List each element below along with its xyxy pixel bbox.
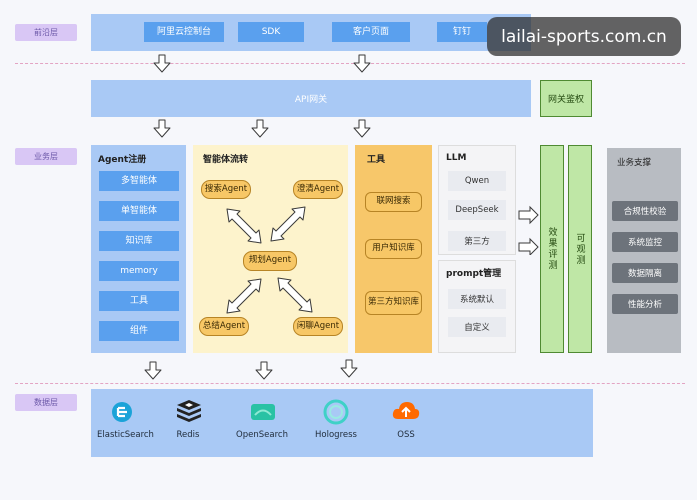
- store-elasticsearch[interactable]: ElasticSearch: [97, 398, 154, 446]
- layer-tag-data: 数据层: [15, 394, 77, 411]
- support-data-isolation[interactable]: 数据隔离: [612, 263, 678, 283]
- support-compliance-check[interactable]: 合规性校验: [612, 201, 678, 221]
- agent-flow-title: 智能体流转: [203, 155, 249, 165]
- arrow-plan-chat: [277, 277, 313, 313]
- down-arrow-data-2: [255, 361, 273, 380]
- store-label: Redis: [176, 430, 200, 440]
- down-arrow-gw-3: [353, 119, 371, 138]
- store-redis[interactable]: Redis: [162, 398, 214, 446]
- register-single-agent[interactable]: 单智能体: [99, 201, 179, 221]
- channel-aliyun-console[interactable]: 阿里云控制台: [144, 22, 224, 42]
- store-label: OSS: [397, 430, 415, 440]
- tools-title: 工具: [367, 155, 386, 165]
- node-summary-agent[interactable]: 总结Agent: [199, 317, 249, 336]
- data-band: [91, 389, 593, 457]
- down-arrow-gw-1: [153, 119, 171, 138]
- support-system-monitor[interactable]: 系统监控: [612, 232, 678, 252]
- agent-register-title: Agent注册: [98, 155, 147, 165]
- support-title: 业务支撑: [617, 158, 652, 168]
- arrow-search-plan: [226, 208, 262, 244]
- layer-tag-access: 前沿层: [15, 24, 77, 41]
- arrow-plan-summary: [226, 278, 262, 314]
- redis-icon: [177, 400, 201, 422]
- divider-data: [15, 383, 685, 384]
- layer-tag-business: 业务层: [15, 148, 77, 165]
- llm-third-party[interactable]: 第三方: [448, 231, 506, 251]
- down-arrow-gw-2: [251, 119, 269, 138]
- tool-web-search[interactable]: 联网搜索: [365, 192, 422, 212]
- down-arrow-data-3: [340, 359, 358, 378]
- arrow-to-eval-1: [518, 205, 539, 225]
- store-label: Hologress: [315, 430, 357, 440]
- api-gateway: API网关: [91, 80, 531, 117]
- tool-user-knowledge[interactable]: 用户知识库: [365, 239, 422, 259]
- register-multi-agent[interactable]: 多智能体: [99, 171, 179, 191]
- down-arrow-data-1: [144, 361, 162, 380]
- agent-register-panel: Agent注册 多智能体 单智能体 知识库 memory 工具 组件: [91, 145, 186, 353]
- elasticsearch-icon: [112, 402, 132, 422]
- prompt-system-default[interactable]: 系统默认: [448, 289, 506, 309]
- llm-deepseek[interactable]: DeepSeek: [448, 200, 506, 220]
- store-label: OpenSearch: [236, 430, 288, 440]
- channel-dingtalk[interactable]: 钉钉: [437, 22, 487, 42]
- prompt-title: prompt管理: [446, 269, 502, 279]
- arrow-clarify-plan: [270, 206, 306, 242]
- llm-qwen[interactable]: Qwen: [448, 171, 506, 191]
- store-opensearch[interactable]: OpenSearch: [234, 398, 290, 446]
- oss-icon: [392, 402, 420, 419]
- store-label: ElasticSearch: [97, 430, 154, 440]
- node-search-agent[interactable]: 搜索Agent: [201, 180, 251, 199]
- node-chat-agent[interactable]: 闲聊Agent: [293, 317, 343, 336]
- node-plan-agent[interactable]: 规划Agent: [243, 251, 297, 271]
- register-knowledge-base[interactable]: 知识库: [99, 231, 179, 251]
- divider: [15, 63, 685, 64]
- prompt-custom[interactable]: 自定义: [448, 317, 506, 337]
- register-memory[interactable]: memory: [99, 261, 179, 281]
- hologres-icon: [323, 399, 349, 425]
- eval-arrows: [518, 205, 539, 255]
- eval-observable: 可观测: [568, 145, 592, 353]
- store-oss[interactable]: OSS: [380, 398, 432, 446]
- arrow-to-eval-2: [518, 237, 539, 255]
- channel-customer-page[interactable]: 客户页面: [332, 22, 410, 42]
- store-hologress[interactable]: Hologress: [310, 398, 362, 446]
- channel-sdk[interactable]: SDK: [238, 22, 304, 42]
- register-tools[interactable]: 工具: [99, 291, 179, 311]
- llm-title: LLM: [446, 153, 467, 163]
- eval-effect: 效果评测: [540, 145, 564, 353]
- opensearch-icon: [251, 404, 275, 420]
- agent-flow-arrows: [226, 206, 313, 314]
- support-performance-analysis[interactable]: 性能分析: [612, 294, 678, 314]
- register-components[interactable]: 组件: [99, 321, 179, 341]
- node-clarify-agent[interactable]: 澄清Agent: [293, 180, 343, 199]
- watermark: lailai-sports.com.cn: [487, 17, 681, 56]
- tool-third-party-knowledge[interactable]: 第三方知识库: [365, 291, 422, 315]
- gateway-auth: 网关鉴权: [540, 80, 592, 117]
